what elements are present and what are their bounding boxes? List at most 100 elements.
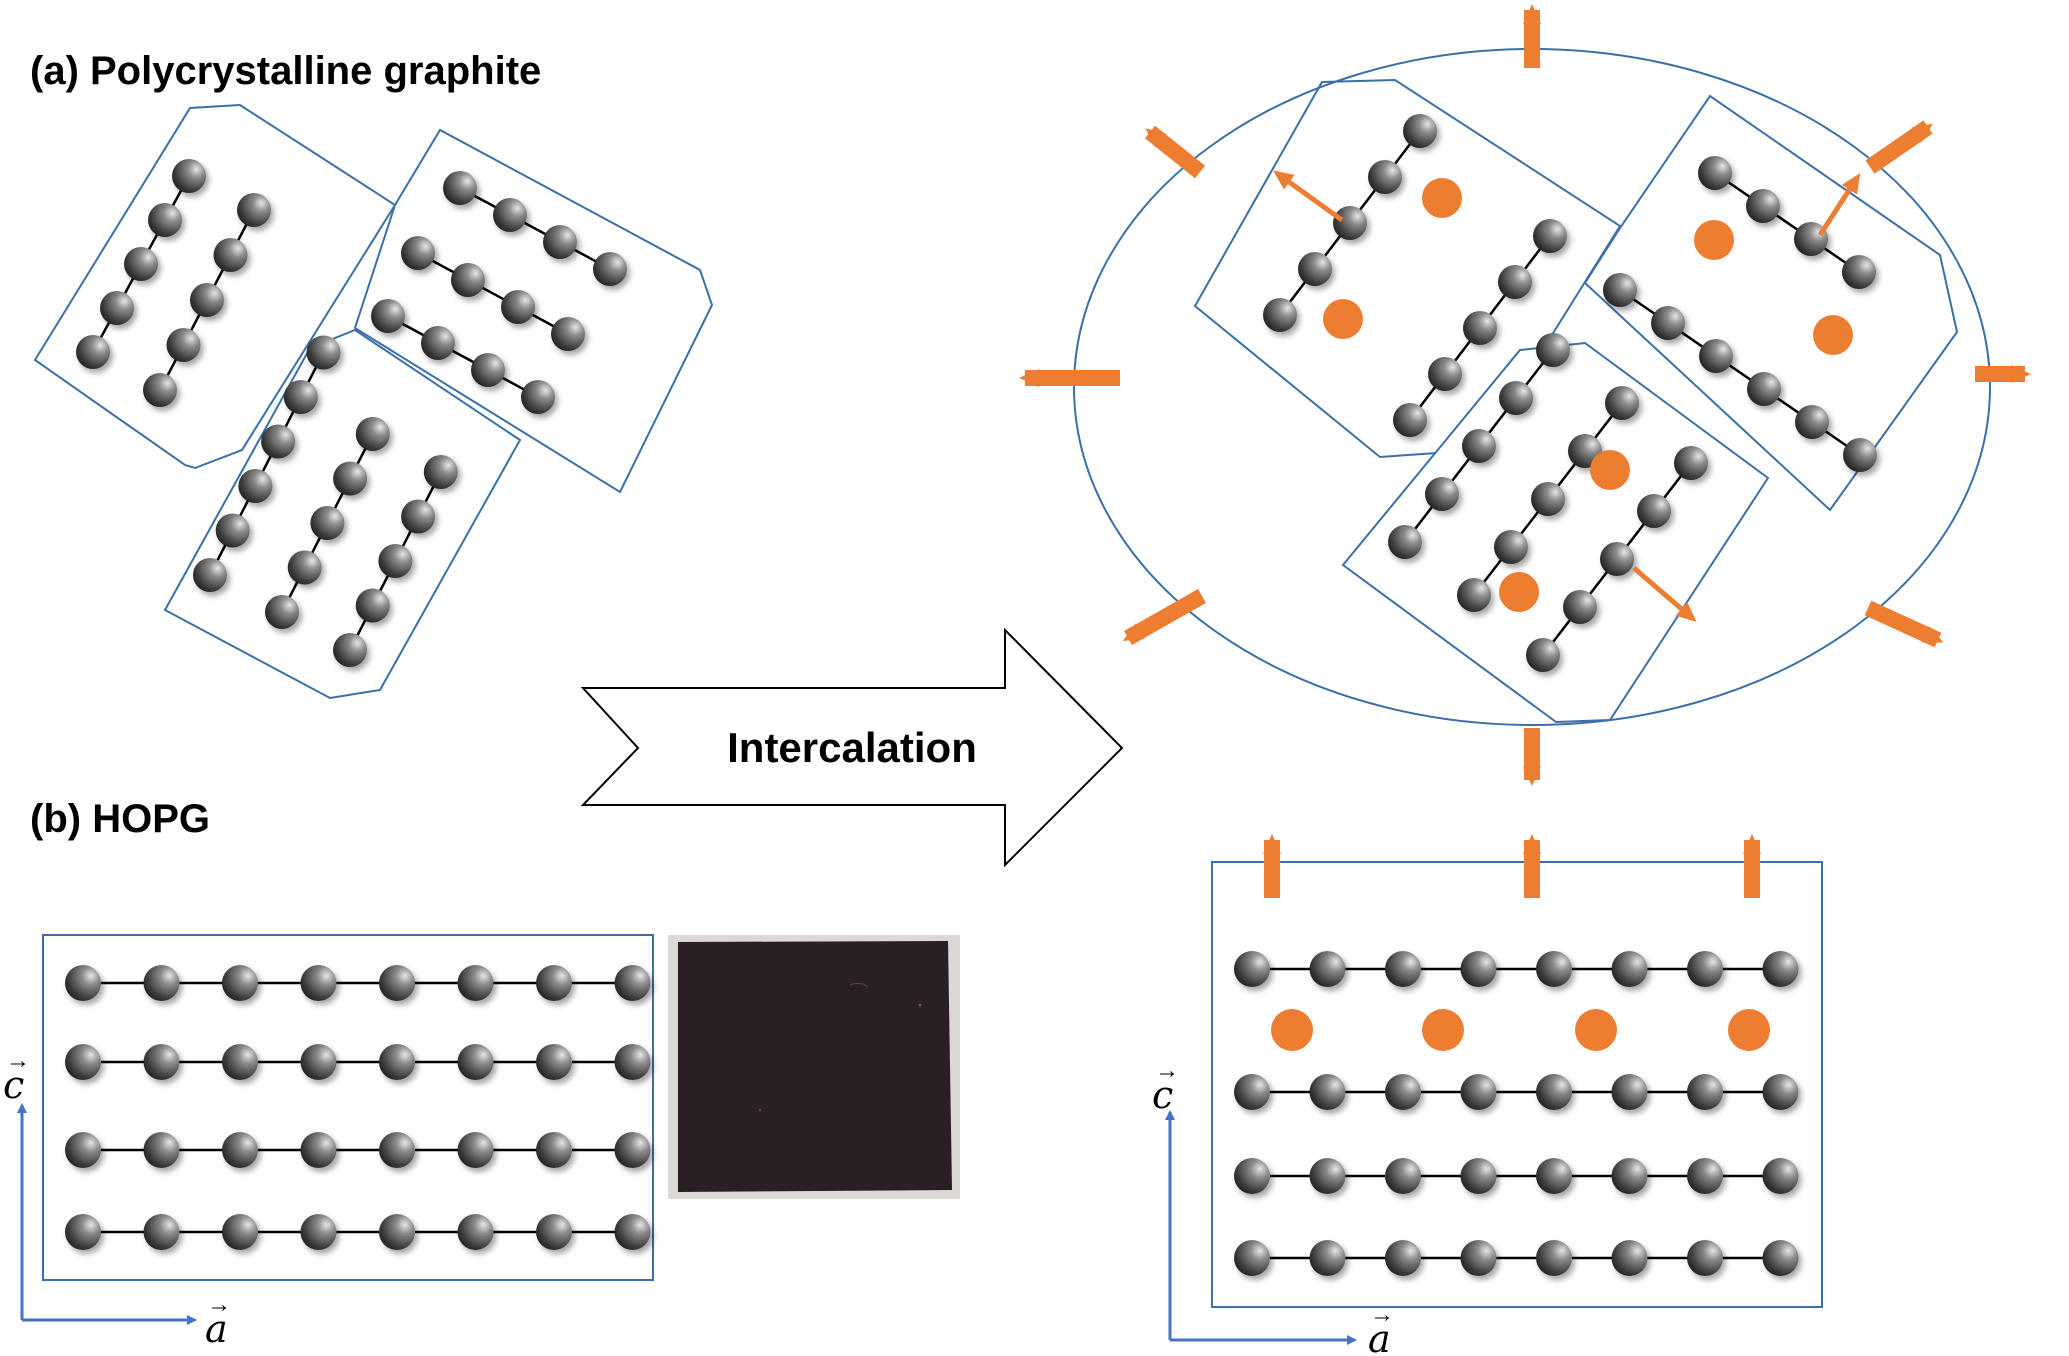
carbon-atom bbox=[148, 203, 182, 237]
carbon-atom bbox=[1687, 1074, 1723, 1110]
carbon-atom bbox=[143, 1132, 180, 1168]
carbon-atom bbox=[1687, 1240, 1723, 1276]
carbon-atom bbox=[300, 1214, 337, 1250]
panel-b-intercalated: c → a → bbox=[1152, 834, 1823, 1356]
carbon-atom bbox=[1309, 1158, 1346, 1194]
intercalant-ion bbox=[1271, 1009, 1313, 1051]
carbon-atom bbox=[1309, 951, 1346, 987]
intercalant-ion bbox=[1422, 1009, 1464, 1051]
carbon-atom bbox=[1428, 357, 1462, 391]
carbon-atom bbox=[1637, 494, 1671, 528]
carbon-atom bbox=[1603, 273, 1637, 307]
carbon-atom bbox=[287, 550, 322, 585]
intercalant-ion bbox=[1590, 450, 1630, 490]
carbon-atom bbox=[593, 252, 627, 286]
carbon-atom bbox=[1687, 951, 1723, 987]
carbon-atom bbox=[1403, 114, 1437, 148]
carbon-atom bbox=[1234, 951, 1270, 987]
carbon-atom bbox=[379, 1214, 415, 1250]
carbon-atom bbox=[1385, 951, 1421, 987]
carbon-atom bbox=[190, 283, 224, 317]
carbon-atom bbox=[1794, 222, 1828, 256]
carbon-atom bbox=[457, 1132, 494, 1168]
carbon-atom bbox=[1795, 405, 1829, 439]
carbon-atom bbox=[614, 1044, 651, 1080]
carbon-atom bbox=[536, 965, 572, 1001]
carbon-atom bbox=[222, 965, 258, 1001]
hopg-sample-photo bbox=[668, 935, 960, 1199]
axes-right: c → a → bbox=[1152, 1058, 1394, 1356]
carbon-atom bbox=[1531, 482, 1565, 516]
grain-box bbox=[353, 128, 714, 494]
carbon-atom bbox=[265, 595, 299, 629]
carbon-atom bbox=[1762, 951, 1799, 987]
carbon-atom bbox=[614, 965, 651, 1001]
carbon-atom bbox=[1494, 530, 1528, 564]
carbon-atom bbox=[1460, 1158, 1497, 1194]
carbon-atom bbox=[1333, 206, 1367, 240]
intercalant-ion bbox=[1694, 220, 1734, 260]
carbon-atom bbox=[536, 1044, 572, 1080]
carbon-atom bbox=[1698, 156, 1732, 190]
carbon-atom bbox=[1533, 219, 1567, 253]
carbon-atom bbox=[222, 1214, 258, 1250]
carbon-atom bbox=[65, 965, 101, 1001]
panel-a-polycrystalline bbox=[33, 103, 714, 700]
carbon-atom bbox=[1457, 578, 1491, 612]
carbon-atom bbox=[1762, 1074, 1799, 1110]
carbon-atom bbox=[1687, 1158, 1723, 1194]
carbon-atom bbox=[536, 1214, 572, 1250]
axis-c-label: c bbox=[3, 1063, 24, 1107]
expansion-arrow bbox=[1865, 120, 1933, 174]
carbon-atom bbox=[1309, 1074, 1346, 1110]
carbon-atom bbox=[493, 198, 527, 232]
graphene-layer bbox=[1714, 171, 1860, 274]
axis-a-label: a bbox=[205, 1307, 228, 1351]
carbon-atom bbox=[421, 326, 455, 360]
carbon-atom bbox=[1263, 298, 1297, 332]
intercalation-arrow: Intercalation bbox=[580, 627, 1124, 868]
carbon-atom bbox=[300, 1044, 337, 1080]
carbon-atom bbox=[423, 455, 458, 489]
axes-left: c → a → bbox=[3, 1048, 231, 1351]
carbon-atom bbox=[457, 1214, 494, 1250]
carbon-atom bbox=[261, 424, 296, 459]
carbon-atom bbox=[401, 499, 436, 534]
carbon-atom bbox=[1747, 372, 1781, 406]
carbon-atom bbox=[1611, 951, 1648, 987]
carbon-atom bbox=[457, 965, 494, 1001]
carbon-atom bbox=[65, 1044, 101, 1080]
carbon-atom bbox=[1460, 951, 1497, 987]
carbon-atom bbox=[310, 506, 345, 540]
carbon-atom bbox=[1309, 1240, 1346, 1276]
carbon-atom bbox=[379, 1132, 415, 1168]
carbon-atom bbox=[1762, 1158, 1799, 1194]
carbon-atom bbox=[215, 513, 250, 548]
carbon-atom bbox=[355, 588, 390, 623]
carbon-atom bbox=[1298, 252, 1332, 286]
grain-box bbox=[163, 328, 522, 700]
carbon-atom bbox=[100, 291, 134, 325]
carbon-atom bbox=[536, 1132, 572, 1168]
vector-arrow-a: → bbox=[207, 1292, 231, 1318]
carbon-atom bbox=[1611, 1074, 1648, 1110]
carbon-atom bbox=[1460, 1240, 1497, 1276]
expansion-arrow bbox=[1145, 125, 1205, 179]
graphene-layer bbox=[459, 186, 611, 271]
panel-a-intercalated bbox=[1019, 4, 2031, 786]
carbon-atom bbox=[379, 965, 415, 1001]
carbon-atom bbox=[1536, 1240, 1572, 1276]
carbon-atom bbox=[222, 1132, 258, 1168]
carbon-atom bbox=[543, 225, 577, 259]
carbon-atom bbox=[378, 544, 413, 578]
grain-box bbox=[1341, 341, 1770, 724]
carbon-atom bbox=[166, 328, 201, 362]
carbon-atom bbox=[300, 965, 337, 1001]
grain-box bbox=[33, 103, 397, 470]
carbon-atom bbox=[1842, 255, 1876, 289]
carbon-atom bbox=[1762, 1240, 1799, 1276]
carbon-atom bbox=[1460, 1074, 1497, 1110]
carbon-atom bbox=[401, 236, 435, 270]
carbon-atom bbox=[1425, 477, 1459, 511]
carbon-atom bbox=[213, 238, 248, 272]
